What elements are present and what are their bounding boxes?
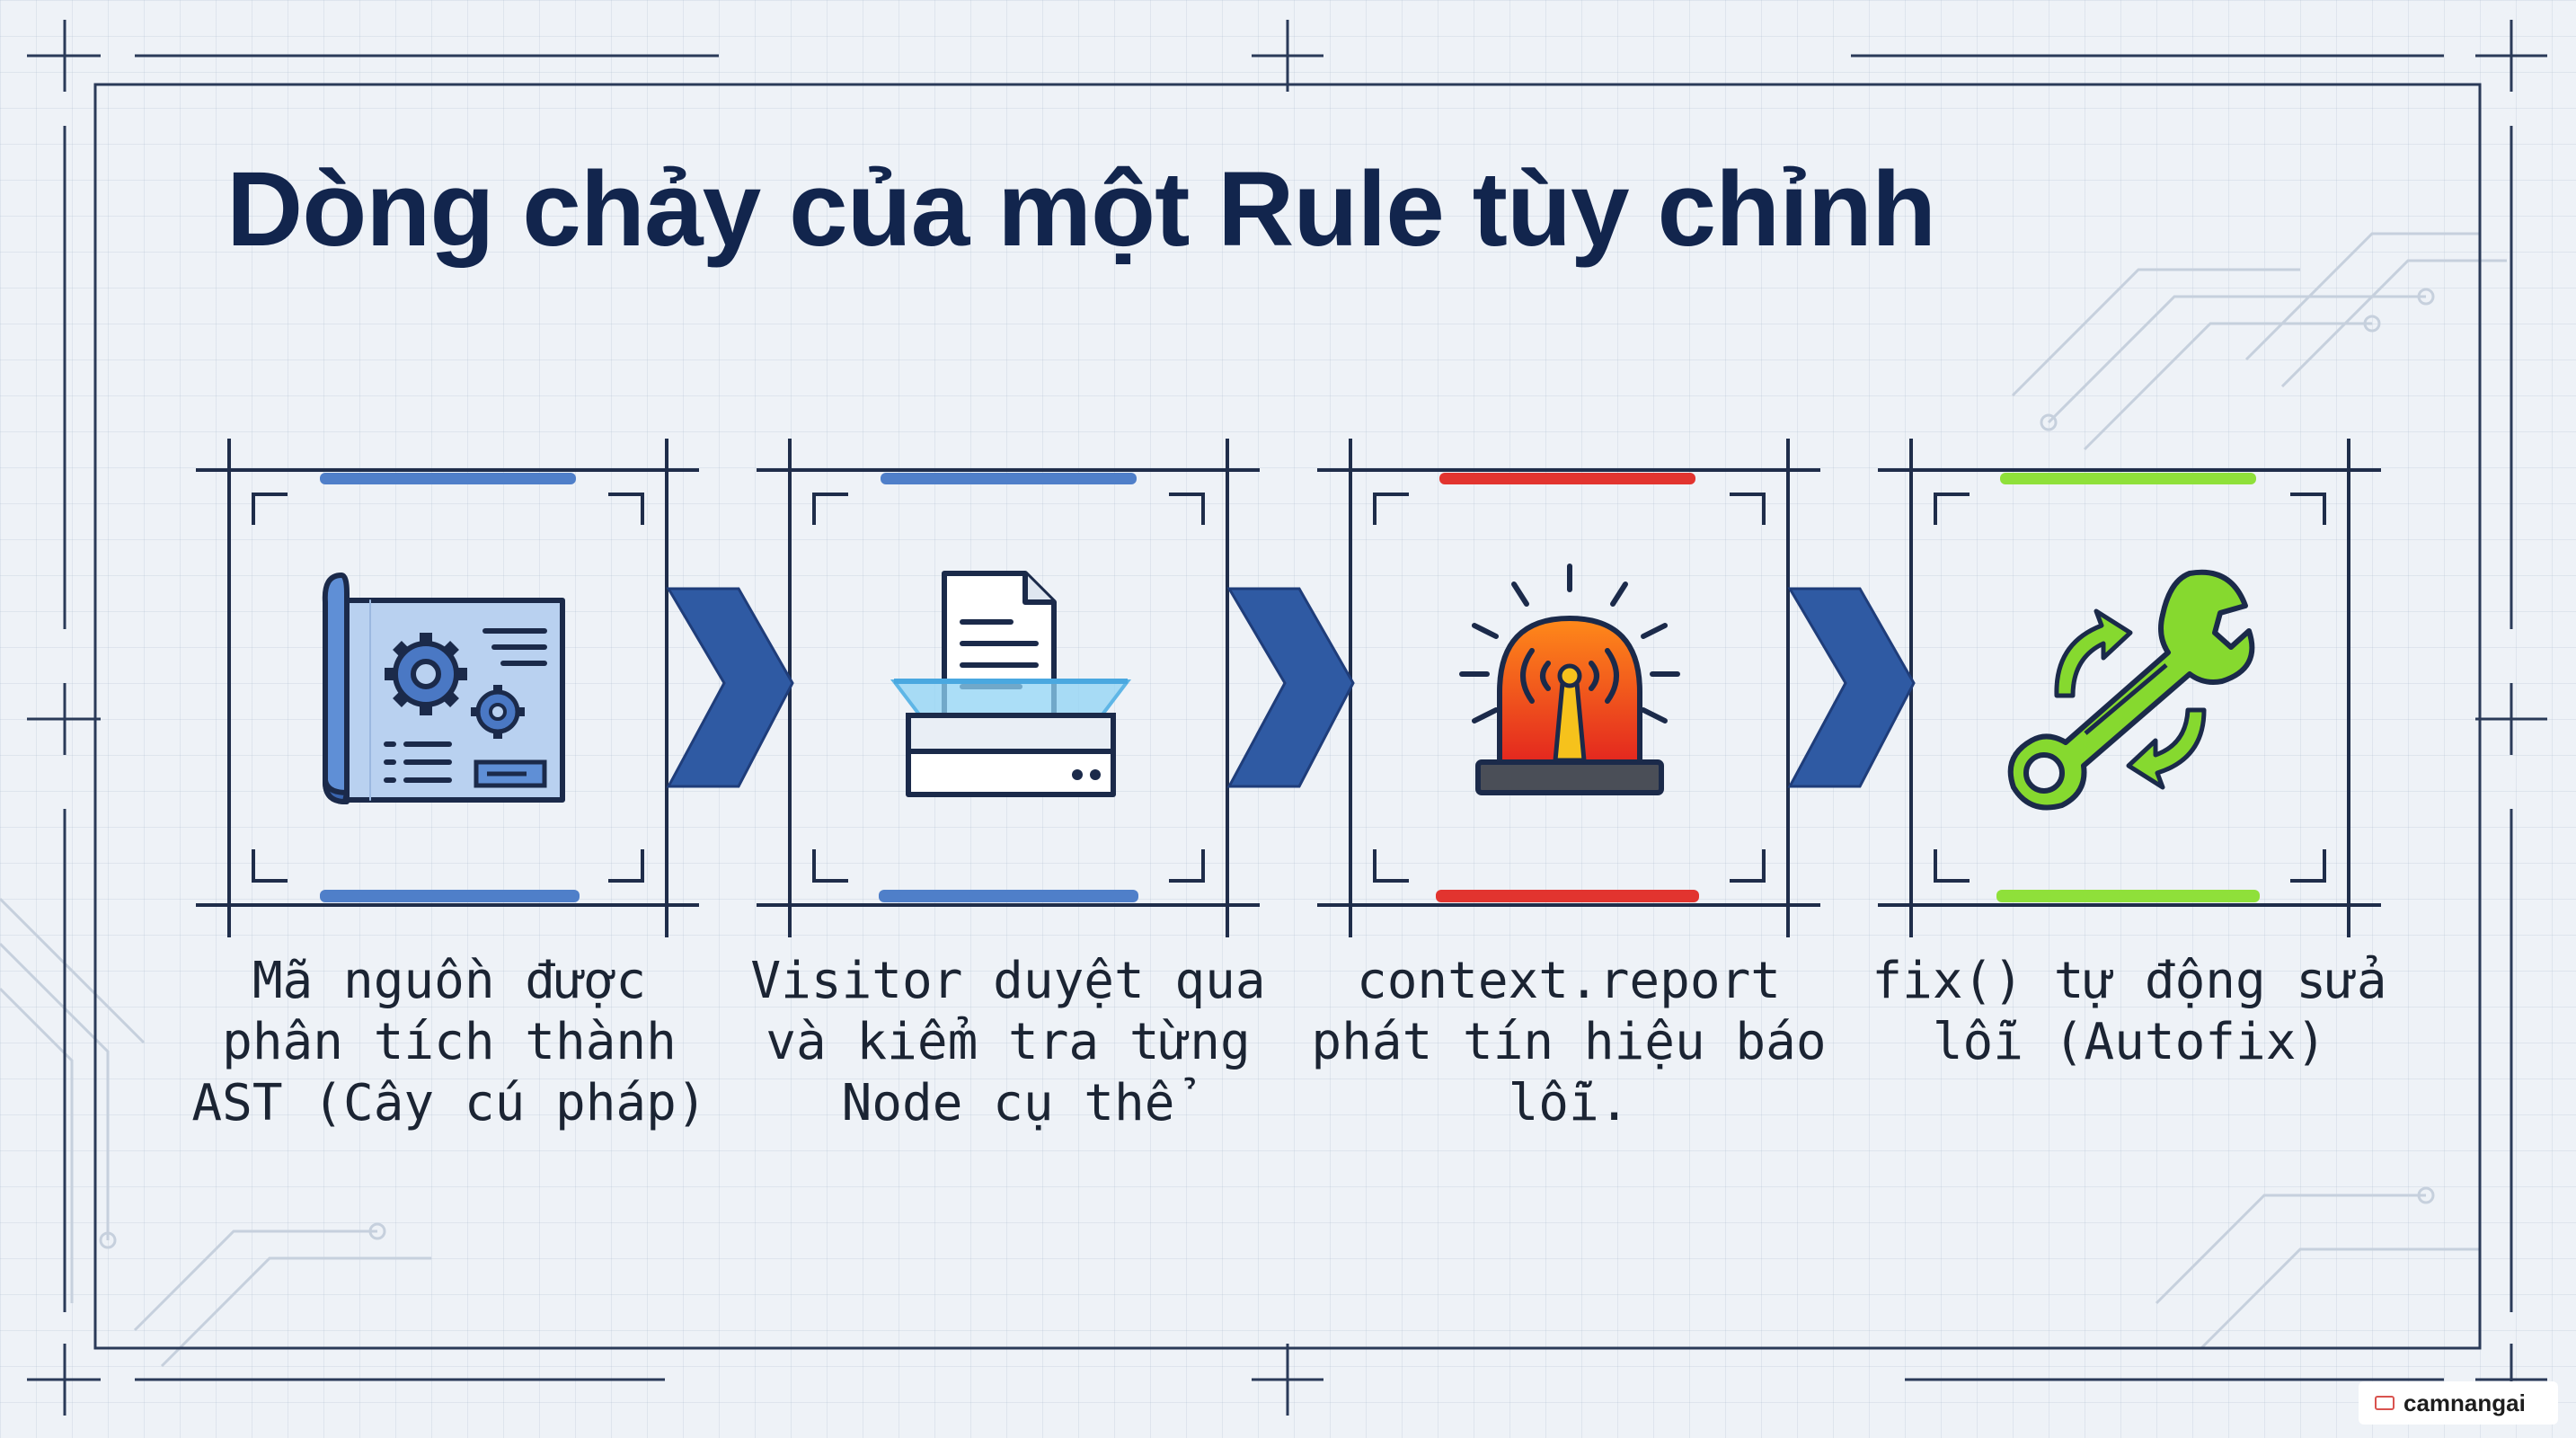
accent-bar-bottom	[1996, 890, 2260, 902]
blueprint-gear-icon	[322, 573, 565, 804]
wrench-autofix-icon	[2007, 569, 2255, 811]
chevron-arrow-1	[666, 587, 794, 788]
step-label: Mã nguồn được phân tích thành AST (Cây c…	[191, 952, 707, 1132]
accent-bar-bottom	[320, 890, 580, 902]
step-label: Visitor duyệt qua và kiểm tra từng Node …	[750, 952, 1266, 1132]
accent-bar-bottom	[879, 890, 1138, 902]
page-title: Dòng chảy của một Rule tùy chỉnh	[226, 150, 1936, 269]
watermark-text: camnangai	[2403, 1389, 2526, 1416]
accent-bar-top	[1439, 473, 1695, 484]
watermark-badge: camnangai	[2359, 1381, 2558, 1425]
document-scanner-icon	[890, 571, 1132, 797]
step-label: fix() tự động sửa lỗi (Autofix)	[1872, 952, 2387, 1071]
step-frame-1	[196, 439, 699, 937]
accent-bar-top	[320, 473, 576, 484]
accent-bar-top	[2000, 473, 2256, 484]
chevron-arrow-2	[1226, 587, 1355, 788]
step-label: context.report phát tín hiệu báo lỗi.	[1311, 952, 1827, 1132]
accent-bar-top	[881, 473, 1137, 484]
alarm-siren-icon	[1459, 564, 1680, 795]
accent-bar-bottom	[1436, 890, 1699, 902]
chevron-arrow-3	[1787, 587, 1916, 788]
book-icon	[2375, 1396, 2395, 1410]
